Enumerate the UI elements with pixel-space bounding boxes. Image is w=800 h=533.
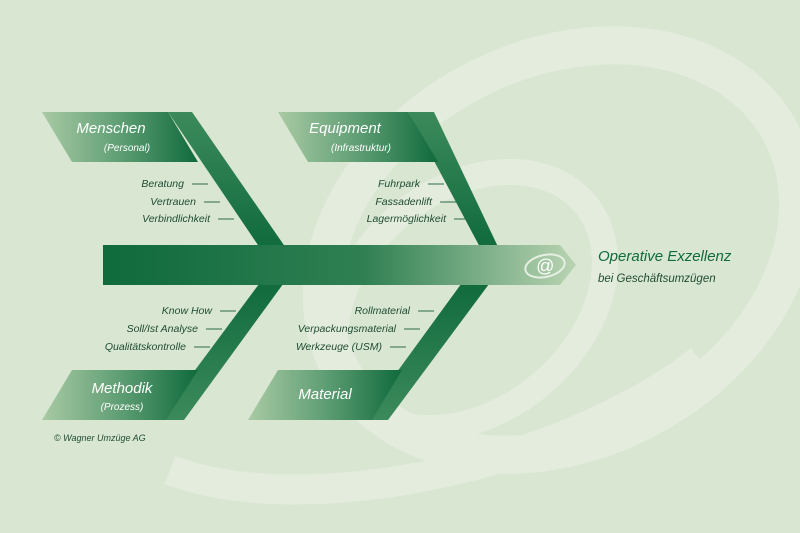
box-equipment xyxy=(278,112,438,162)
cause-label: Lagermöglichkeit xyxy=(367,213,447,225)
cause-label: Soll/Ist Analyse xyxy=(127,323,199,335)
effect-subtitle: bei Geschäftsumzügen xyxy=(598,273,716,285)
spine-arrow xyxy=(103,245,576,285)
cause-label: Know How xyxy=(162,305,214,317)
causes-material: Rollmaterial Verpackungsmaterial Werkzeu… xyxy=(296,305,434,353)
background-swirl-decoration xyxy=(164,26,800,505)
cause-label: Fassadenlift xyxy=(375,196,433,208)
box-material xyxy=(248,370,402,420)
cause-label: Beratung xyxy=(141,178,184,190)
cause-label: Qualitätskontrolle xyxy=(105,341,186,353)
causes-methodik: Know How Soll/Ist Analyse Qualitätskontr… xyxy=(105,305,236,353)
causes-equipment: Fuhrpark Fassadenlift Lagermöglichkeit xyxy=(367,178,470,225)
cause-label: Verpackungsmaterial xyxy=(298,323,397,335)
cause-label: Rollmaterial xyxy=(355,305,411,317)
copyright-notice: © Wagner Umzüge AG xyxy=(54,433,146,443)
category-title-equipment: Equipment xyxy=(309,120,382,137)
cause-label: Verbindlichkeit xyxy=(142,213,211,225)
box-methodik xyxy=(42,370,198,420)
bone-methodik xyxy=(158,280,286,420)
cause-label: Fuhrpark xyxy=(378,178,421,190)
category-subtitle-methodik: (Prozess) xyxy=(101,402,144,413)
category-subtitle-equipment: (Infrastruktur) xyxy=(331,143,391,154)
logo-icon: @ xyxy=(524,253,566,279)
cause-label: Werkzeuge (USM) xyxy=(296,341,382,353)
category-title-methodik: Methodik xyxy=(92,380,154,397)
bone-menschen xyxy=(168,112,288,251)
causes-menschen: Beratung Vertrauen Verbindlichkeit xyxy=(141,178,234,225)
category-title-menschen: Menschen xyxy=(76,120,145,137)
logo-glyph: @ xyxy=(536,256,554,276)
bone-material xyxy=(362,280,492,420)
category-title-material: Material xyxy=(298,386,352,403)
box-menschen xyxy=(42,112,198,162)
category-subtitle-menschen: (Personal) xyxy=(104,143,150,154)
cause-label: Vertrauen xyxy=(150,196,196,208)
bone-equipment xyxy=(408,112,500,251)
effect-title: Operative Exzellenz xyxy=(598,248,732,265)
